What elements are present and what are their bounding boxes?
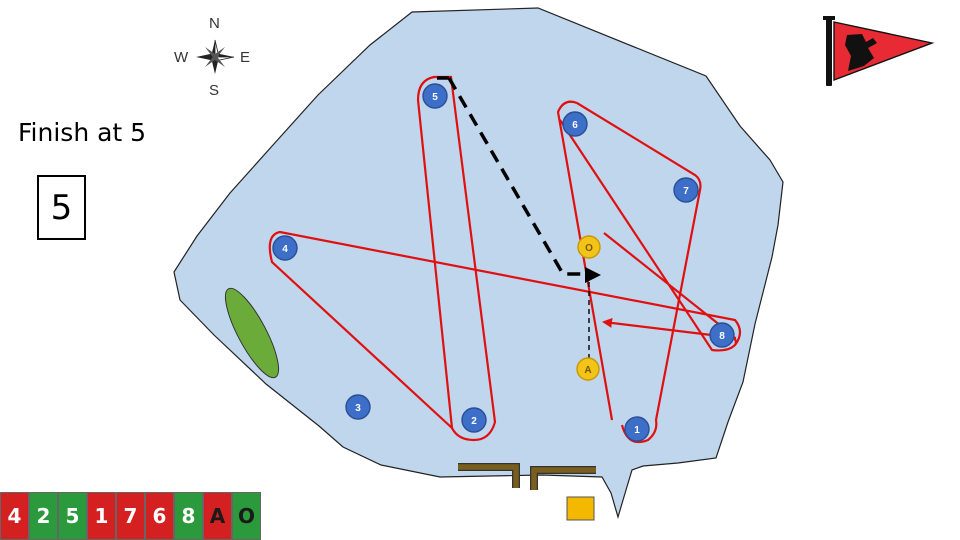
- compass-n: N: [209, 15, 220, 32]
- sequence-mark-4: 4: [0, 492, 29, 540]
- mark-4: 4: [272, 235, 298, 261]
- mark-6: 6: [562, 111, 588, 137]
- sequence-mark-6: 6: [145, 492, 174, 540]
- finish-mark-box: 5: [37, 175, 86, 240]
- jetties: [458, 463, 596, 490]
- compass-rose-icon: N S E W: [174, 15, 250, 99]
- sequence-mark-2: 2: [29, 492, 58, 540]
- clubhouse-marker: [566, 496, 595, 521]
- compass-s: S: [209, 82, 219, 99]
- mark-8: 8: [709, 322, 735, 348]
- mark-label: 4: [282, 244, 288, 255]
- sequence-mark-7: 7: [116, 492, 145, 540]
- mark-label: 8: [719, 331, 725, 342]
- mark-label: 6: [572, 120, 578, 131]
- mark-3: 3: [345, 394, 371, 420]
- island: [224, 287, 280, 379]
- mark-label: 5: [432, 92, 438, 103]
- mark-label: A: [584, 365, 591, 376]
- mark-label: 1: [634, 425, 640, 436]
- mark-label: 7: [683, 186, 689, 197]
- mark-label: 2: [471, 416, 477, 427]
- finish-approach: [437, 76, 601, 360]
- club-burgee-icon: [823, 16, 935, 86]
- mark-2: 2: [461, 407, 487, 433]
- sequence-mark-O: O: [232, 492, 261, 540]
- mark-1: 1: [624, 416, 650, 442]
- finish-instruction: Finish at 5: [18, 118, 147, 147]
- mark-label: O: [585, 243, 593, 254]
- mark-5: 5: [422, 83, 448, 109]
- mark-7: 7: [673, 177, 699, 203]
- mark-A: A: [576, 357, 600, 381]
- sequence-mark-5: 5: [58, 492, 87, 540]
- sequence-mark-A: A: [203, 492, 232, 540]
- mark-O: O: [577, 235, 601, 259]
- direction-arrow-icon: [585, 267, 601, 283]
- mark-label: 3: [355, 403, 361, 414]
- sequence-mark-8: 8: [174, 492, 203, 540]
- sequence-mark-1: 1: [87, 492, 116, 540]
- compass-w: W: [174, 49, 189, 66]
- compass-e: E: [240, 49, 250, 66]
